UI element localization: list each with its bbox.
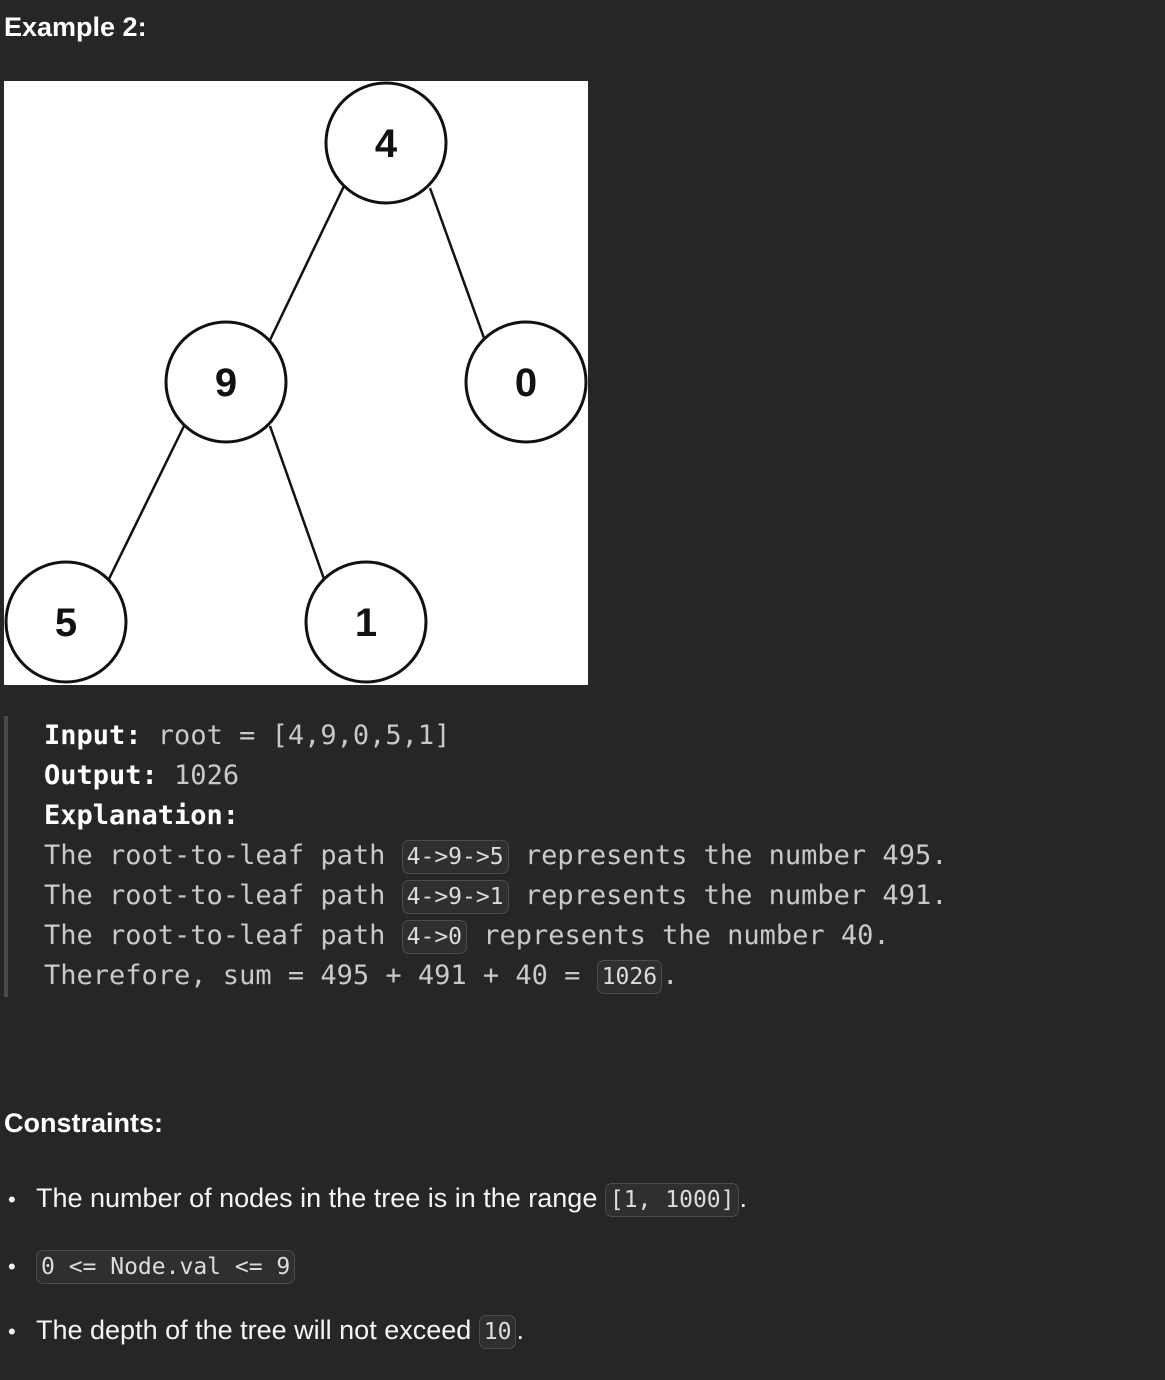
tree-node-9: 9 — [164, 320, 288, 444]
path-2-suffix: represents the number 491. — [508, 880, 948, 911]
path-1-suffix: represents the number 495. — [508, 840, 948, 871]
tree-node-label: 1 — [355, 601, 377, 645]
constraint-suffix: . — [739, 1183, 747, 1213]
output-label: Output: — [44, 760, 158, 791]
bullet-icon: • — [8, 1318, 16, 1344]
tree-node-1: 1 — [304, 560, 428, 684]
path-1-code: 4->9->5 — [401, 839, 509, 874]
constraint-code: 10 — [478, 1314, 517, 1349]
constraint-item-depth: • The depth of the tree will not exceed 1… — [8, 1310, 524, 1350]
input-label: Input: — [44, 720, 142, 751]
tree-node-5: 5 — [4, 560, 128, 684]
tree-node-0: 0 — [464, 320, 588, 444]
constraint-item-node-value: • 0 <= Node.val <= 9 — [8, 1245, 296, 1285]
tree-node-4: 4 — [324, 81, 448, 205]
bullet-icon: • — [8, 1253, 16, 1279]
tree-node-label: 5 — [55, 601, 77, 645]
sum-suffix: . — [662, 960, 679, 991]
input-value: root = [4,9,0,5,1] — [141, 720, 451, 751]
path-3-code: 4->0 — [401, 919, 468, 954]
example-block: Input: root = [4,9,0,5,1] Output: 1026 E… — [4, 716, 1104, 997]
explanation-sum: Therefore, sum = 495 + 491 + 40 = 1026. — [44, 956, 678, 996]
explanation-line: Explanation: — [44, 796, 239, 836]
edge-4-0 — [428, 187, 486, 339]
path-prefix: The root-to-leaf path — [44, 920, 402, 951]
explanation-label: Explanation: — [44, 800, 240, 831]
constraint-code: 0 <= Node.val <= 9 — [36, 1249, 296, 1284]
tree-node-label: 0 — [515, 361, 537, 405]
constraints-heading: Constraints: — [4, 1108, 164, 1138]
path-prefix: The root-to-leaf path — [44, 840, 402, 871]
output-value: 1026 — [157, 760, 240, 791]
example-heading: Example 2: — [4, 12, 147, 42]
constraint-text: The number of nodes in the tree is in th… — [36, 1183, 605, 1213]
input-line: Input: root = [4,9,0,5,1] — [44, 716, 450, 756]
path-prefix: The root-to-leaf path — [44, 880, 402, 911]
edge-4-9 — [268, 185, 346, 341]
explanation-path-1: The root-to-leaf path 4->9->5 represents… — [44, 836, 947, 876]
tree-image: 4 9 0 5 1 — [4, 81, 588, 685]
edge-9-5 — [106, 425, 186, 582]
bullet-icon: • — [8, 1186, 16, 1212]
output-line: Output: 1026 — [44, 756, 239, 796]
tree-node-label: 4 — [375, 122, 398, 166]
tree-diagram: 4 9 0 5 1 — [4, 81, 588, 684]
edge-9-1 — [268, 425, 326, 580]
path-3-suffix: represents the number 40. — [467, 920, 890, 951]
constraint-text: The depth of the tree will not exceed — [36, 1315, 479, 1345]
explanation-path-3: The root-to-leaf path 4->0 represents th… — [44, 916, 890, 956]
explanation-path-2: The root-to-leaf path 4->9->1 represents… — [44, 876, 947, 916]
tree-node-label: 9 — [215, 361, 237, 405]
constraint-code: [1, 1000] — [604, 1182, 740, 1217]
sum-prefix: Therefore, sum = 495 + 491 + 40 = — [44, 960, 597, 991]
constraint-item-node-count: • The number of nodes in the tree is in t… — [8, 1178, 747, 1218]
path-2-code: 4->9->1 — [401, 879, 509, 914]
sum-code: 1026 — [596, 959, 663, 994]
constraint-suffix: . — [516, 1315, 524, 1345]
